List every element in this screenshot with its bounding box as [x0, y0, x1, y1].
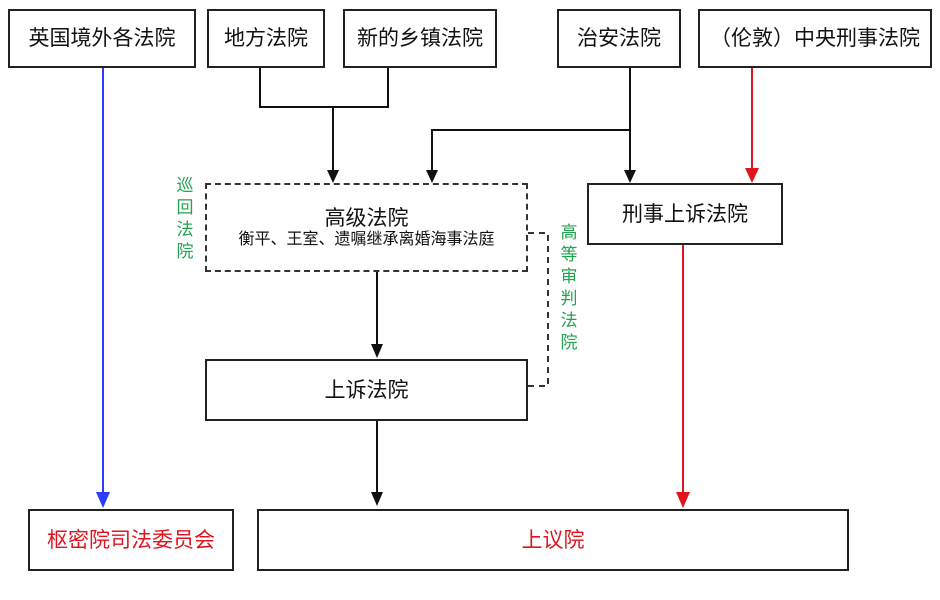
arrow-criminal-appeal-to-house-of-lords	[676, 245, 690, 508]
local-court-box: 地方法院	[207, 9, 325, 68]
high-court-box: 高级法院 衡平、王室、遗嘱继承离婚海事法庭	[205, 183, 528, 272]
arrow-high-court-to-appeal	[371, 272, 383, 358]
arrow-public-security-to-courts	[426, 68, 636, 183]
arrow-local-to-high-court	[259, 68, 389, 183]
criminal-appeal-court-box: 刑事上诉法院	[587, 183, 783, 245]
privy-council-label: 枢密院司法委员会	[47, 527, 215, 552]
privy-council-box: 枢密院司法委员会	[28, 509, 234, 571]
appeal-court-label: 上诉法院	[324, 377, 409, 402]
high-court-title: 高级法院	[324, 206, 409, 231]
criminal-appeal-court-label: 刑事上诉法院	[622, 201, 748, 226]
high-court-divisions: 衡平、王室、遗嘱继承离婚海事法庭	[238, 229, 495, 249]
local-court-label: 地方法院	[224, 26, 308, 51]
new-township-court-label: 新的乡镇法院	[357, 26, 483, 51]
overseas-courts-box: 英国境外各法院	[8, 9, 196, 68]
arrow-appeal-to-house-of-lords	[371, 421, 383, 506]
new-township-court-box: 新的乡镇法院	[343, 9, 497, 68]
arrow-central-to-criminal-appeal	[745, 68, 759, 183]
public-security-court-label: 治安法院	[577, 26, 661, 51]
dashed-crown-court-link	[528, 232, 549, 387]
central-criminal-court-box: （伦敦）中央刑事法院	[698, 9, 932, 68]
appeal-court-box: 上诉法院	[205, 359, 528, 421]
overseas-courts-label: 英国境外各法院	[28, 26, 176, 51]
house-of-lords-box: 上议院	[257, 509, 849, 571]
arrow-overseas-to-privy-council	[96, 68, 110, 508]
public-security-court-box: 治安法院	[557, 9, 681, 68]
house-of-lords-label: 上议院	[521, 527, 585, 552]
central-criminal-court-label: （伦敦）中央刑事法院	[710, 26, 920, 51]
crown-court-side-label: 高等审判法院	[560, 223, 578, 353]
circuit-court-side-label: 巡回法院	[176, 176, 194, 262]
